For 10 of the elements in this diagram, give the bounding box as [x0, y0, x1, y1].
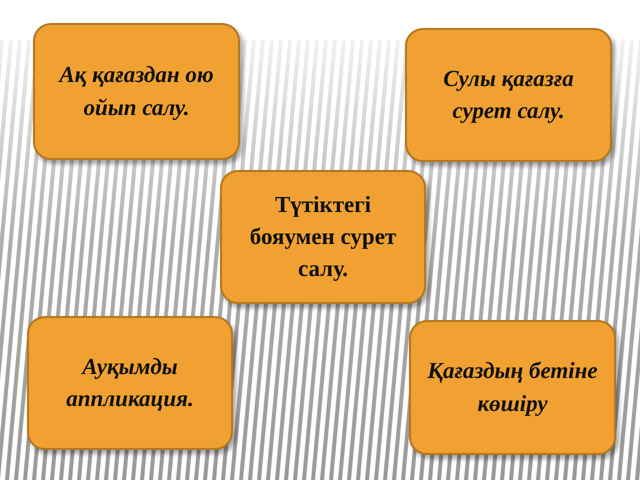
- rounded-box: [33, 23, 240, 160]
- rounded-box: [405, 28, 612, 162]
- box-text: Ақ қағаздан ою ойып салу.: [57, 61, 215, 122]
- rounded-box: [409, 320, 616, 455]
- rounded-box: [220, 170, 426, 304]
- box-text: Қағаздың бетіне көшіру: [426, 357, 599, 418]
- box-text: Түтіктегі бояумен сурет салу.: [248, 190, 398, 284]
- box-text: Ауқымды аппликация.: [65, 352, 195, 413]
- rounded-box: [27, 316, 233, 450]
- box-text: Сулы қағазға сурет салу.: [442, 64, 575, 125]
